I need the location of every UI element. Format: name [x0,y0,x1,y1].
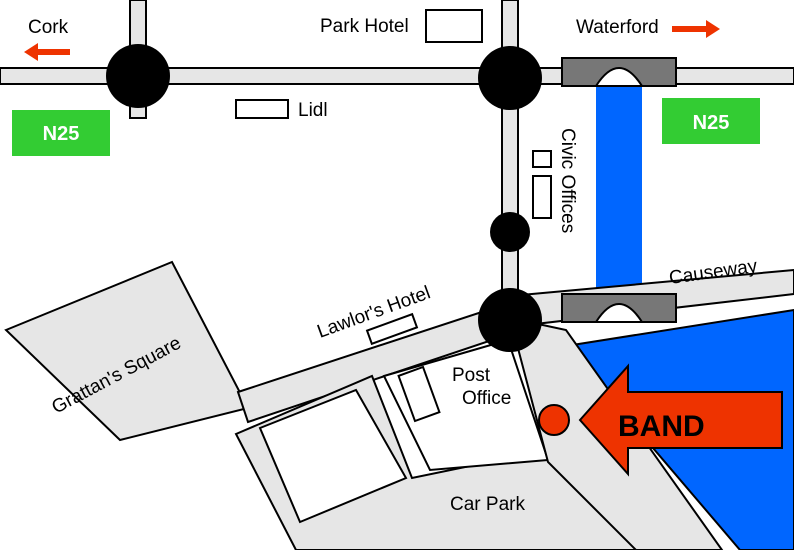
roundabout-south [478,288,542,352]
civic-offices-building-small [532,150,552,168]
arrow-left-icon [24,43,70,61]
block-west [258,388,408,524]
lawlors-hotel-building [365,312,419,346]
big-arrow-left-icon [578,363,783,477]
bridge-south [561,293,677,323]
label-civic-offices: Civic Offices [557,128,578,233]
n25-sign-right [662,98,760,144]
river [596,82,642,302]
label-car-park: Car Park [450,494,525,515]
civic-offices-building [532,175,552,219]
location-dot-icon [538,404,570,436]
park-hotel-building [425,9,483,43]
label-cork: Cork [28,17,69,38]
n25-sign-left [12,110,110,156]
label-park-hotel: Park Hotel [320,16,409,37]
road-civic [501,81,519,321]
n25-label-right: N25 [693,112,730,134]
roundabout-cork [106,44,170,108]
label-post-office-line1: Post [452,365,491,386]
bridge-north [561,57,677,87]
label-waterford: Waterford [576,17,659,38]
label-band: BAND [618,410,705,443]
label-lidl: Lidl [298,100,328,121]
grattans-square [4,260,250,442]
roundabout-civic [490,212,530,252]
arrow-right-icon [672,20,720,38]
n25-label-left: N25 [43,123,80,145]
roundabout-north [478,46,542,110]
label-post-office-line2: Office [462,388,511,409]
lidl-building [235,99,289,119]
post-office-building [397,365,441,423]
